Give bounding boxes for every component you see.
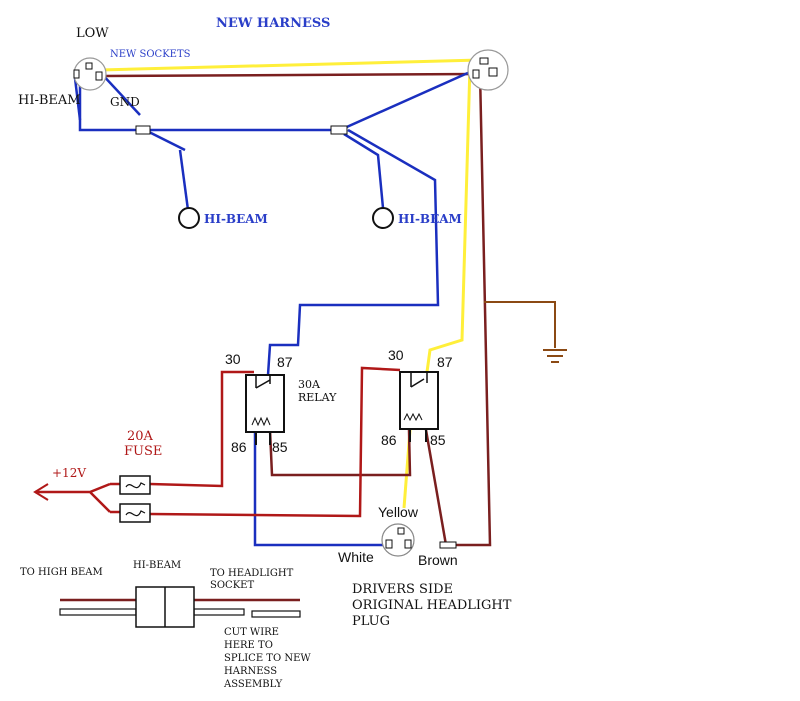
hi-beam-bulb-2: [372, 207, 394, 229]
fuse-label-2: FUSE: [124, 444, 162, 459]
left-new-socket: [73, 57, 107, 91]
legend-cut-3: SPLICE TO NEW: [224, 653, 311, 664]
fuse-2: [119, 503, 151, 523]
legend-cut-1: CUT WIRE: [224, 627, 279, 638]
legend-to-headlight-2: SOCKET: [210, 580, 254, 591]
brown-wire: [103, 71, 492, 547]
right-new-socket: [467, 49, 509, 91]
legend-cut-5: ASSEMBLY: [223, 679, 283, 690]
plug-label-yellow: Yellow: [378, 504, 419, 520]
relay-left-pin-30: 30: [225, 351, 241, 367]
splice-legend-drawing: [59, 586, 301, 628]
plug-caption-3: PLUG: [352, 614, 390, 629]
relay-right: [399, 371, 439, 442]
label-low: LOW: [76, 26, 109, 41]
plug-caption-1: DRIVERS SIDE: [352, 582, 453, 597]
legend-to-headlight-1: TO HEADLIGHT: [210, 568, 294, 579]
ground-wire: [484, 301, 567, 363]
diagram-title: NEW HARNESS: [216, 16, 330, 31]
plug-caption-2: ORIGINAL HEADLIGHT: [352, 598, 512, 613]
legend-hi-beam: HI-BEAM: [133, 560, 181, 571]
hi-beam-bulb-1: [178, 207, 200, 229]
label-gnd: GND: [110, 95, 140, 109]
label-hi-beam-socket: HI-BEAM: [18, 93, 81, 108]
splice-connector-1: [135, 125, 151, 135]
brown-wire-connector: [439, 541, 457, 549]
legend-to-high-beam: TO HIGH BEAM: [20, 567, 103, 578]
relay-left-label-2: RELAY: [298, 391, 337, 404]
blue-wire: [73, 70, 471, 547]
label-hi-beam-bulb-1: HI-BEAM: [204, 212, 268, 226]
fuse-label-1: 20A: [127, 429, 154, 444]
red-wire: [33, 366, 401, 518]
label-new-sockets: NEW SOCKETS: [110, 49, 191, 60]
relay-left-pin-87: 87: [277, 354, 293, 370]
relay-right-pin-86: 86: [381, 432, 397, 448]
relay-right-pin-30: 30: [388, 347, 404, 363]
relay-right-pin-85: 85: [430, 432, 446, 448]
yellow-wire: [99, 58, 481, 509]
original-headlight-plug: [381, 523, 415, 557]
relay-left-label-1: 30A: [298, 378, 321, 391]
relay-left-pin-86: 86: [231, 439, 247, 455]
relay-left: [245, 374, 285, 445]
legend-cut-4: HARNESS: [224, 666, 277, 677]
relay-right-pin-87: 87: [437, 354, 453, 370]
splice-connector-2: [330, 125, 348, 135]
relay-left-pin-85: 85: [272, 439, 288, 455]
legend-cut-2: HERE TO: [224, 640, 273, 651]
power-label: +12V: [52, 466, 86, 480]
label-hi-beam-bulb-2: HI-BEAM: [398, 212, 462, 226]
plug-label-brown: Brown: [418, 552, 458, 568]
plug-label-white: White: [338, 549, 374, 565]
fuse-1: [119, 475, 151, 495]
